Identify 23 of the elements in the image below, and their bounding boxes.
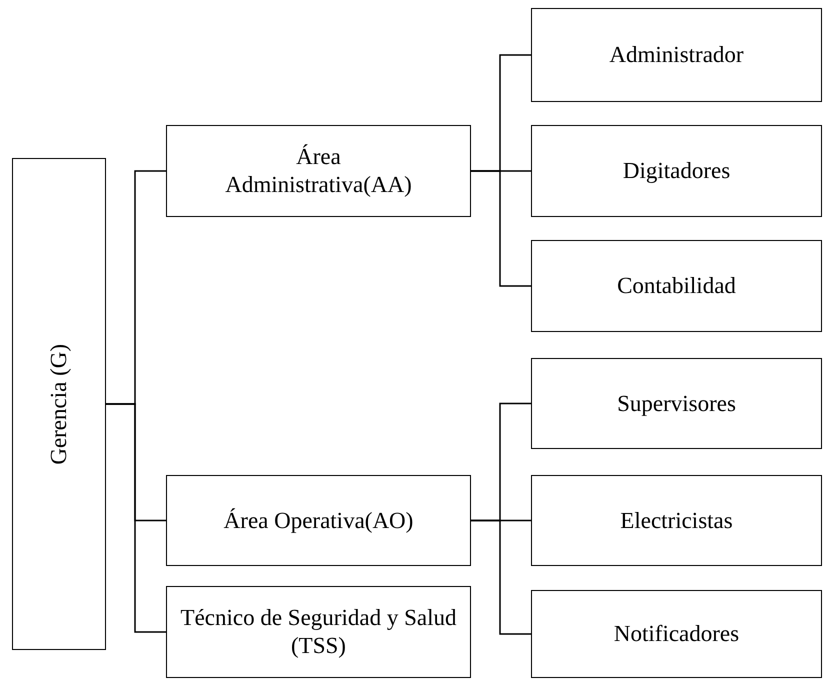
box-label: Área Operativa(AO)	[224, 506, 414, 534]
box-label: Gerencia (G)	[45, 344, 72, 464]
org-box	[12, 158, 106, 650]
box-label: Contabilidad	[617, 272, 736, 300]
box-label: Electricistas	[620, 506, 733, 534]
box-label: Digitadores	[622, 157, 730, 185]
connector-line	[471, 520, 531, 635]
box-label: Supervisores	[617, 390, 736, 418]
org-box	[531, 240, 822, 332]
org-box	[531, 8, 822, 102]
box-label: Notificadores	[614, 620, 740, 648]
org-box	[531, 475, 822, 566]
box-label: Área Administrativa(AA)	[224, 143, 413, 199]
org-box	[531, 590, 822, 678]
org-box	[531, 125, 822, 217]
box-label: Administrador	[609, 41, 744, 69]
connector-line	[471, 170, 531, 287]
box-label: Técnico de Seguridad y Salud (TSS)	[180, 604, 458, 660]
connector-line	[106, 403, 166, 633]
org-box	[166, 475, 471, 566]
org-box	[166, 125, 471, 217]
org-box	[531, 358, 822, 449]
org-box	[166, 586, 471, 678]
